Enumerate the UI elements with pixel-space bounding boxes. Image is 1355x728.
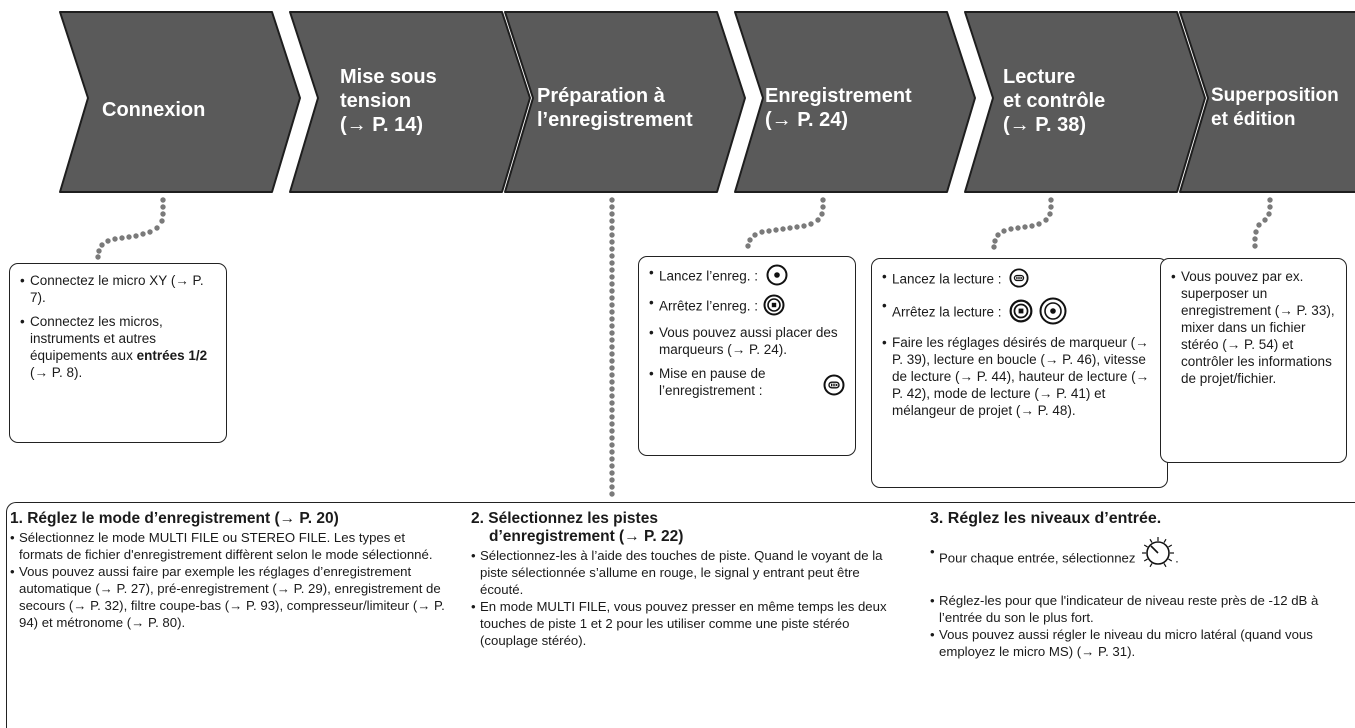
record-button-icon xyxy=(1039,297,1067,329)
connector-superposition xyxy=(1252,197,1273,249)
connector-lecture xyxy=(991,197,1054,250)
lecture-item-stop: Arrêtez la lecture : xyxy=(882,297,1159,329)
enregistrement-item-start: Lancez l’enreg. : xyxy=(649,264,847,290)
step-3-item-ms: Vous pouvez aussi régler le niveau du mi… xyxy=(930,626,1350,660)
step-shape-mise-sous-tension xyxy=(289,11,531,193)
info-box-enregistrement: Lancez l’enreg. : Arrêtez l’enreg. : Vou… xyxy=(638,256,856,456)
preparation-details-panel xyxy=(6,502,1355,728)
connector-enregistrement xyxy=(745,197,826,249)
step-label-enregistrement: Enregistrement (→ P. 24) xyxy=(765,85,912,131)
step-shape-enregistrement xyxy=(734,11,976,193)
entrees-emphasis: entrées 1/2 xyxy=(136,348,208,363)
step-1-mode: 1. Réglez le mode d’enregistrement (→ P.… xyxy=(10,510,446,631)
step-1-item-mode: Sélectionnez le mode MULTI FILE ou STERE… xyxy=(10,529,446,563)
connexion-item-entrees: Connectez les micros, instruments et aut… xyxy=(20,313,218,381)
play-pause-button-icon xyxy=(1009,268,1029,292)
step-shape-lecture xyxy=(964,11,1206,193)
superposition-item: Vous pouvez par ex. superposer un enregi… xyxy=(1171,268,1338,387)
enregistrement-item-markers: Vous pouvez aussi placer des marqueurs (… xyxy=(649,324,847,358)
lecture-item-play: Lancez la lecture : xyxy=(882,268,1159,292)
step-label-superposition: Superposition et édition xyxy=(1211,85,1339,130)
connector-preparation xyxy=(609,197,615,497)
connector-connexion xyxy=(95,197,166,260)
info-box-connexion: Connectez le micro XY (→ P. 7). Connecte… xyxy=(9,263,227,443)
step-3-item-level: Réglez-les pour que l'indicateur de nive… xyxy=(930,592,1350,626)
step-label-mise-sous-tension: Mise sous tension (→ P. 14) xyxy=(340,66,437,136)
step-1-item-settings: Vous pouvez aussi faire par exemple les … xyxy=(10,563,446,631)
step-3-item-knob: Pour chaque entrée, sélectionnez . xyxy=(930,536,1350,582)
enregistrement-item-stop: Arrêtez l’enreg. : xyxy=(649,294,847,320)
step-label-preparation: Préparation à l’enregistrement xyxy=(537,85,693,131)
step-shapes xyxy=(59,11,1355,193)
gain-knob-icon xyxy=(1141,536,1175,582)
lecture-item-settings: Faire les réglages désirés de marqueur (… xyxy=(882,334,1159,419)
step-shape-connexion xyxy=(59,11,301,193)
step-label-connexion: Connexion xyxy=(102,99,206,121)
play-pause-button-icon xyxy=(823,374,845,400)
step-shape-superposition xyxy=(1179,11,1355,193)
step-3-title: 3. Réglez les niveaux d’entrée. xyxy=(930,510,1162,527)
step-shape-preparation xyxy=(504,11,746,193)
info-box-superposition: Vous pouvez par ex. superposer un enregi… xyxy=(1160,258,1347,463)
record-button-icon xyxy=(766,264,788,290)
stop-button-icon xyxy=(763,294,785,320)
connexion-item-micro-xy: Connectez le micro XY (→ P. 7). xyxy=(20,272,218,306)
step-1-title: 1. Réglez le mode d’enregistrement (→ P.… xyxy=(10,510,339,527)
step-2-item-stereo: En mode MULTI FILE, vous pouvez presser … xyxy=(471,598,901,649)
step-2-item-touches: Sélectionnez-les à l’aide des touches de… xyxy=(471,547,901,598)
stop-button-icon xyxy=(1009,299,1033,327)
dotted-connectors xyxy=(95,197,1273,497)
step-3-niveaux: 3. Réglez les niveaux d’entrée. Pour cha… xyxy=(930,510,1350,660)
enregistrement-item-pause: Mise en pause de l’enregistrement : xyxy=(649,365,847,399)
info-box-lecture: Lancez la lecture : Arrêtez la lecture :… xyxy=(871,258,1168,488)
step-label-lecture: Lecture et contrôle (→ P. 38) xyxy=(1003,66,1106,136)
